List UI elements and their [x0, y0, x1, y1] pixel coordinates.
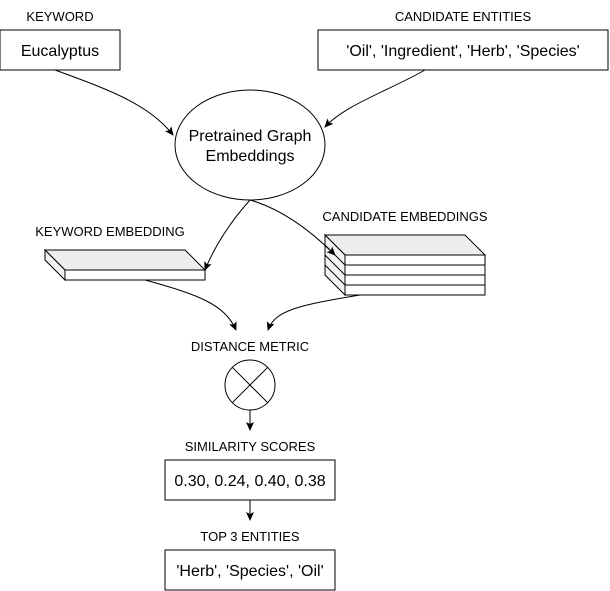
model-label-line1: Pretrained Graph: [189, 128, 312, 145]
top-entities-value: 'Herb', 'Species', 'Oil': [176, 563, 323, 580]
model-label-line2: Embeddings: [206, 148, 295, 165]
similarity-scores-label: SIMILARITY SCORES: [185, 439, 316, 454]
arrow-candidates-to-model: [324, 69, 426, 128]
similarity-scores-value: 0.30, 0.24, 0.40, 0.38: [174, 473, 325, 490]
keyword-embedding-slab: [43, 248, 207, 282]
candidate-embeddings-label: CANDIDATE EMBEDDINGS: [322, 209, 487, 224]
keyword-value: Eucalyptus: [21, 43, 99, 60]
keyword-label: KEYWORD: [26, 9, 93, 24]
arrow-keyword-embedding-to-metric: [144, 279, 237, 331]
top-entities-box: [164, 549, 336, 591]
distance-metric-symbol: [224, 359, 276, 411]
arrow-candidate-embeddings-to-metric: [266, 294, 361, 331]
pretrained-graph-embeddings-node: [174, 89, 326, 201]
candidate-entities-value: 'Oil', 'Ingredient', 'Herb', 'Species': [346, 43, 579, 60]
distance-metric-label: DISTANCE METRIC: [191, 339, 309, 354]
candidate-entities-box: [317, 29, 609, 71]
arrow-model-to-keyword-embedding: [204, 199, 251, 271]
top-entities-label: TOP 3 ENTITIES: [200, 529, 300, 544]
candidate-embeddings-stack: [323, 233, 487, 297]
similarity-scores-box: [164, 459, 336, 501]
arrow-keyword-to-model: [54, 69, 174, 136]
candidate-entities-label: CANDIDATE ENTITIES: [395, 9, 532, 24]
arrow-model-to-candidate-embeddings: [249, 199, 336, 256]
keyword-box: [0, 29, 121, 71]
keyword-embedding-label: KEYWORD EMBEDDING: [35, 224, 185, 239]
